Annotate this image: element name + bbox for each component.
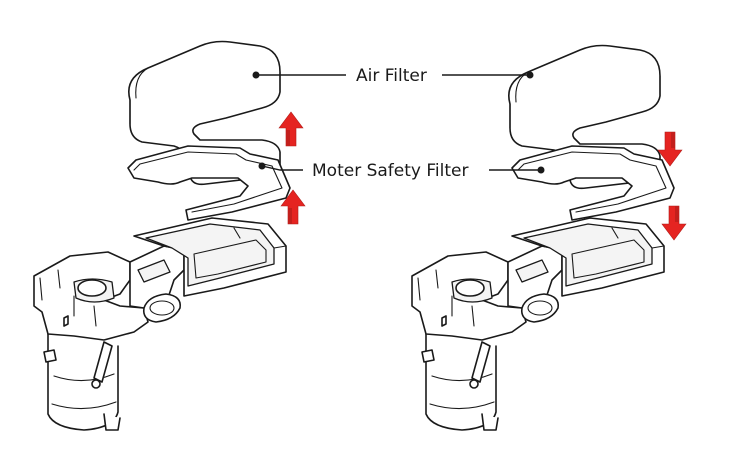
air-filter-label: Air Filter	[356, 66, 427, 86]
safety-filter-left-leader	[261, 165, 303, 171]
air-filter-callout: Air Filter	[252, 66, 534, 86]
moter-safety-filter-label: Moter Safety Filter	[312, 161, 468, 181]
left-arrow-up-1	[278, 111, 304, 147]
air-filter-right-dot	[526, 71, 534, 79]
right-arrow-down-2	[661, 205, 687, 241]
right-dust-bin-housing	[411, 217, 665, 431]
moter-safety-filter-callout: Moter Safety Filter	[258, 161, 545, 181]
left-assembly	[33, 40, 306, 431]
left-dust-bin-housing	[33, 217, 287, 431]
right-assembly	[411, 44, 687, 431]
safety-filter-right-dot	[537, 166, 545, 174]
